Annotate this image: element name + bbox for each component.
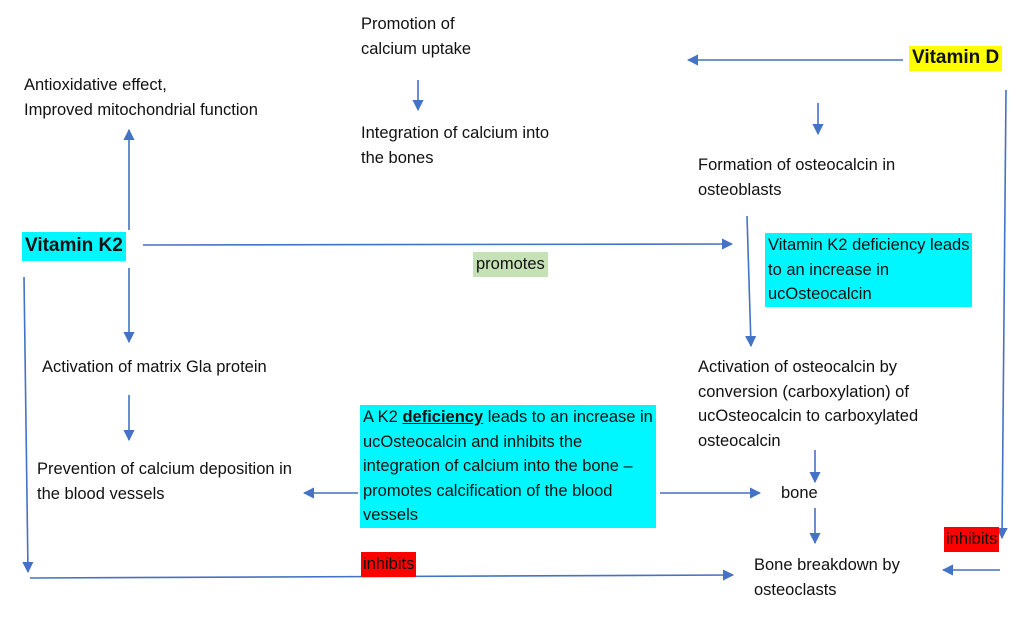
arrow-k2-promotes bbox=[142, 238, 734, 250]
deficiency-prefix: A K2 bbox=[363, 408, 403, 426]
node-integration-calcium-bones: Integration of calcium into the bones bbox=[361, 124, 550, 167]
node-vitamin-d: Vitamin D bbox=[909, 46, 1003, 71]
arrow-k2-down-left bbox=[22, 276, 34, 574]
deficiency-emphasis: deficiency bbox=[402, 408, 484, 426]
arrow-vitamin-d-down-right bbox=[996, 89, 1008, 540]
node-vitamin-k2: Vitamin K2 bbox=[22, 232, 126, 261]
node-k2-deficiency-calcification: A K2 deficiency leads to an increase in … bbox=[360, 405, 656, 528]
label-inhibits-right: inhibits bbox=[944, 527, 1000, 552]
label-inhibits-left: inhibits bbox=[361, 552, 417, 577]
arrow-k2-inhibits-breakdown bbox=[29, 569, 735, 581]
node-bone: bone bbox=[781, 484, 818, 502]
node-bone-breakdown: Bone breakdown by osteoclasts bbox=[754, 556, 900, 599]
node-formation-osteocalcin: Formation of osteocalcin in osteoblasts bbox=[698, 156, 896, 199]
node-activation-mgp: Activation of matrix Gla protein bbox=[42, 358, 267, 376]
node-promotion-calcium-uptake: Promotion of calcium uptake bbox=[361, 15, 472, 58]
node-activation-osteocalcin: Activation of osteocalcin by conversion … bbox=[698, 358, 919, 450]
node-prevention-calcium-deposition: Prevention of calcium deposition in the … bbox=[37, 460, 292, 503]
label-promotes: promotes bbox=[473, 252, 548, 277]
deficiency-suffix: leads to an increase in ucOsteocalcin an… bbox=[363, 408, 653, 524]
arrow-osteocalcin-to-activation bbox=[745, 215, 757, 348]
node-k2-deficiency-ucosteocalcin: Vitamin K2 deficiency leads to an increa… bbox=[765, 233, 973, 307]
node-antioxidative-effect: Antioxidative effect, Improved mitochond… bbox=[24, 76, 258, 119]
